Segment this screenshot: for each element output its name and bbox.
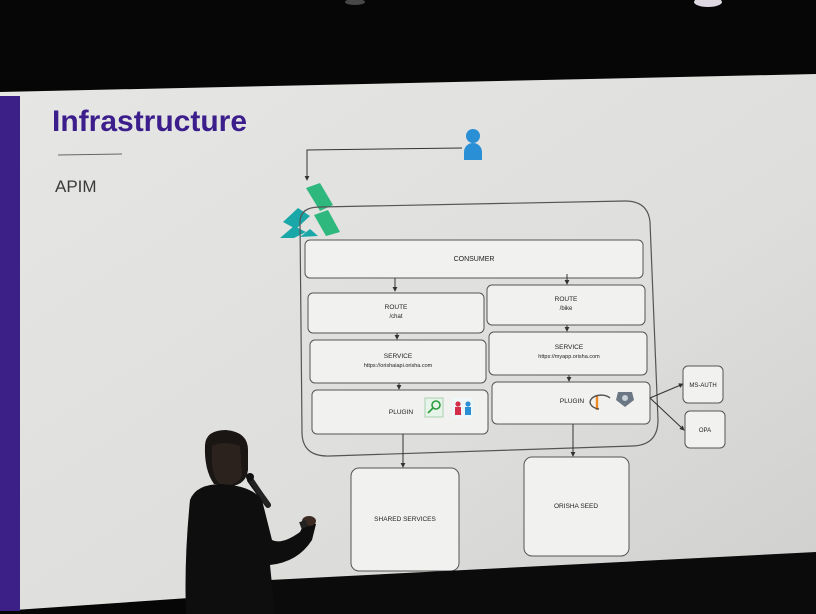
orisha-seed-box — [523, 456, 630, 557]
plugin-right-label: PLUGIN — [560, 398, 585, 405]
route-right-path: /bike — [560, 306, 573, 312]
openid-icon — [589, 394, 611, 410]
orisha-seed-label: ORISHA SEED — [554, 503, 598, 510]
arrow-plugin-opa — [649, 397, 685, 431]
route-left-path: /chat — [389, 314, 402, 320]
plugin-left-label: PLUGIN — [389, 409, 414, 416]
magnifier-key-icon — [424, 397, 444, 418]
plugin-box-right — [491, 381, 651, 425]
service-left-label: SERVICE — [384, 353, 413, 360]
service-right-url: https://myapp.orisha.com — [538, 354, 600, 360]
gateway-container — [299, 200, 659, 457]
title-underline — [57, 153, 123, 156]
users-icon — [452, 398, 473, 418]
slide-left-accent-bar — [0, 96, 20, 611]
opa-icon — [616, 392, 634, 407]
presenter-silhouette — [185, 430, 316, 614]
arrow-plugin-ms-auth — [649, 383, 684, 399]
ms-auth-box — [682, 365, 724, 404]
plugin-box-left — [311, 389, 489, 435]
shared-services-label: SHARED SERVICES — [374, 516, 436, 523]
service-right-label: SERVICE — [555, 344, 584, 351]
shared-services-box — [350, 467, 460, 572]
user-to-gateway-arrow — [304, 147, 463, 181]
service-left-url: https://orishaiapi.orisha.com — [364, 363, 433, 369]
route-right-label: ROUTE — [555, 296, 578, 303]
opa-box — [684, 410, 726, 449]
stage-floor — [270, 552, 816, 614]
route-box-left — [307, 292, 485, 334]
ms-auth-label: MS-AUTH — [689, 383, 716, 389]
route-box-right — [486, 284, 646, 326]
service-box-left — [309, 339, 487, 384]
ceiling-light — [694, 0, 722, 7]
consumer-label: CONSUMER — [454, 256, 495, 263]
consumer-box — [304, 239, 644, 279]
slide-title: Infrastructure — [52, 105, 247, 138]
user-icon — [464, 129, 482, 160]
projected-slide: Infrastructure APIM CONSUMER ROUTE /chat — [0, 74, 816, 611]
slide-subtitle: APIM — [55, 177, 97, 196]
route-left-label: ROUTE — [385, 304, 408, 311]
opa-label: OPA — [699, 428, 711, 434]
service-box-right — [488, 331, 648, 376]
kong-gateway-logo — [280, 183, 340, 238]
ceiling-light-dim — [345, 0, 365, 5]
microphone-icon — [246, 473, 271, 508]
